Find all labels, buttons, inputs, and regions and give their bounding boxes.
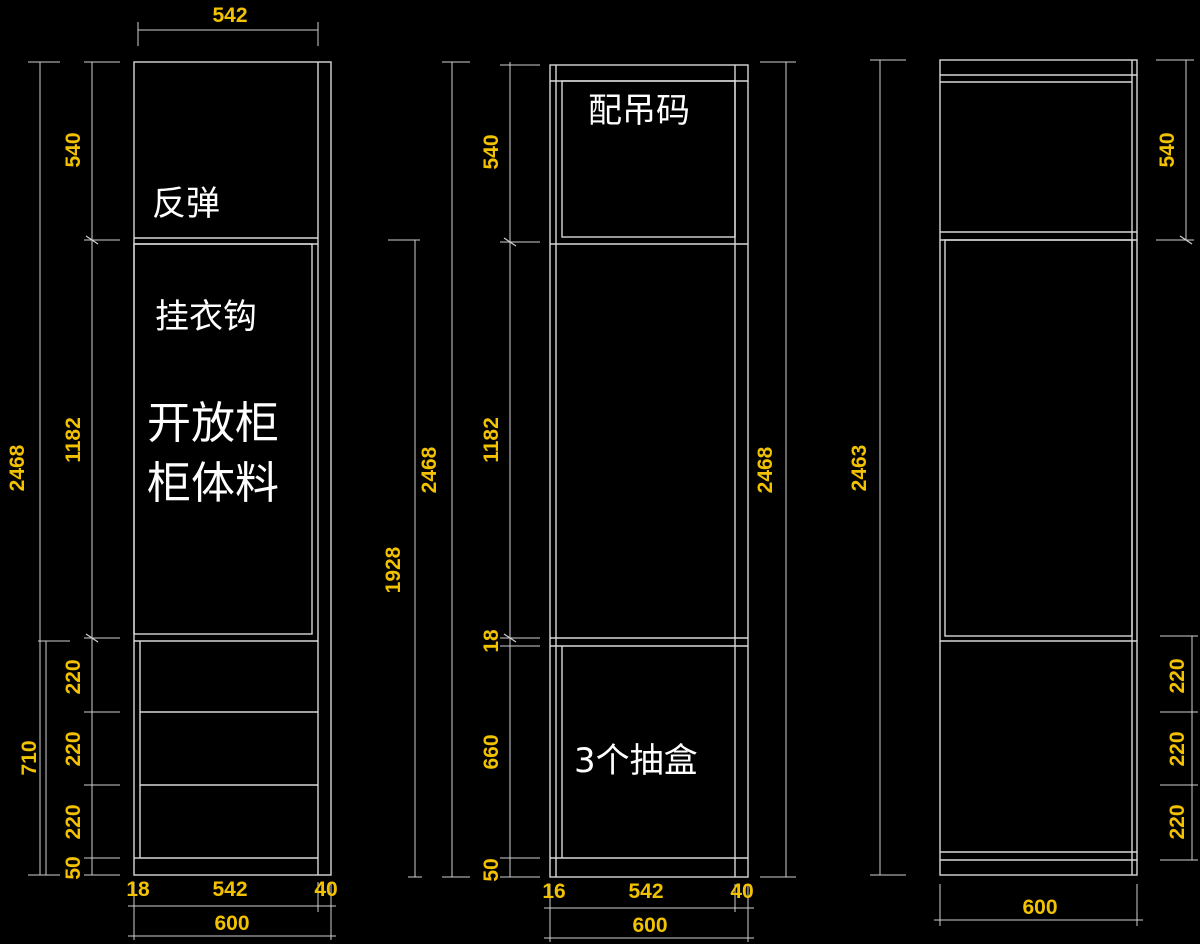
- note-drawers: 3个抽盒: [574, 741, 698, 781]
- cabinet-outline: [549, 64, 749, 878]
- dim-height-top: 540: [1156, 132, 1179, 167]
- dim-drawer-3: 220: [1166, 804, 1189, 839]
- dim-bottom-mid: 542: [628, 880, 663, 903]
- dim-height-total: 2468: [6, 444, 29, 491]
- dim-bottom-right: 40: [314, 878, 337, 901]
- hanging-section: [133, 243, 313, 635]
- dim-drawer-3: 220: [62, 804, 85, 839]
- dim-height-mid: 1182: [480, 417, 503, 463]
- dim-total-width: 600: [214, 912, 249, 935]
- dim-bottom-right: 40: [730, 880, 753, 903]
- dim-base: 50: [62, 856, 85, 879]
- dim-drawer-2: 220: [1166, 731, 1189, 766]
- note-rebound: 反弹: [152, 184, 220, 224]
- dim-height-mid: 1182: [62, 417, 85, 463]
- cabinet-elevation-left: 542 2468 540 1182 220 220 220 50 710 18: [6, 4, 338, 940]
- dim-height-1928: 1928: [382, 546, 405, 593]
- dim-drawer-1: 220: [1166, 658, 1189, 693]
- dim-drawer-1: 220: [62, 659, 85, 694]
- middle-compartment: [944, 239, 1133, 637]
- top-compartment: [561, 80, 736, 238]
- cabinet-elevation-middle: 2468 1928 540 1182 18 660 50 2468 16 542: [382, 61, 796, 942]
- dim-height-top: 540: [62, 132, 85, 167]
- dim-top-width: 542: [212, 4, 247, 27]
- dim-bottom-left: 18: [126, 878, 150, 901]
- cabinet-elevation-right: 2463 540 220 220 220 600: [848, 59, 1198, 926]
- note-open-cabinet: 开放柜: [147, 398, 279, 449]
- dim-drawer-2: 220: [62, 731, 85, 766]
- dim-drawer-zone: 660: [480, 734, 503, 769]
- dim-height-total-right: 2468: [754, 446, 777, 493]
- dim-total-width: 600: [1022, 896, 1057, 919]
- dim-bottom-left: 16: [542, 880, 565, 903]
- note-body-material: 柜体料: [147, 458, 279, 509]
- dim-height-top: 540: [480, 134, 503, 169]
- dim-height-total-left: 2468: [418, 446, 441, 493]
- dim-base: 50: [480, 858, 503, 881]
- cabinet-outline: [939, 59, 1138, 876]
- dim-shelf: 18: [480, 629, 503, 653]
- note-hanging-code: 配吊码: [588, 91, 690, 131]
- dim-total-width: 600: [632, 914, 667, 937]
- dim-drawer-zone: 710: [18, 740, 41, 775]
- dim-bottom-mid: 542: [212, 878, 247, 901]
- dim-height-total: 2463: [848, 445, 871, 492]
- note-hook: 挂衣钩: [155, 297, 257, 337]
